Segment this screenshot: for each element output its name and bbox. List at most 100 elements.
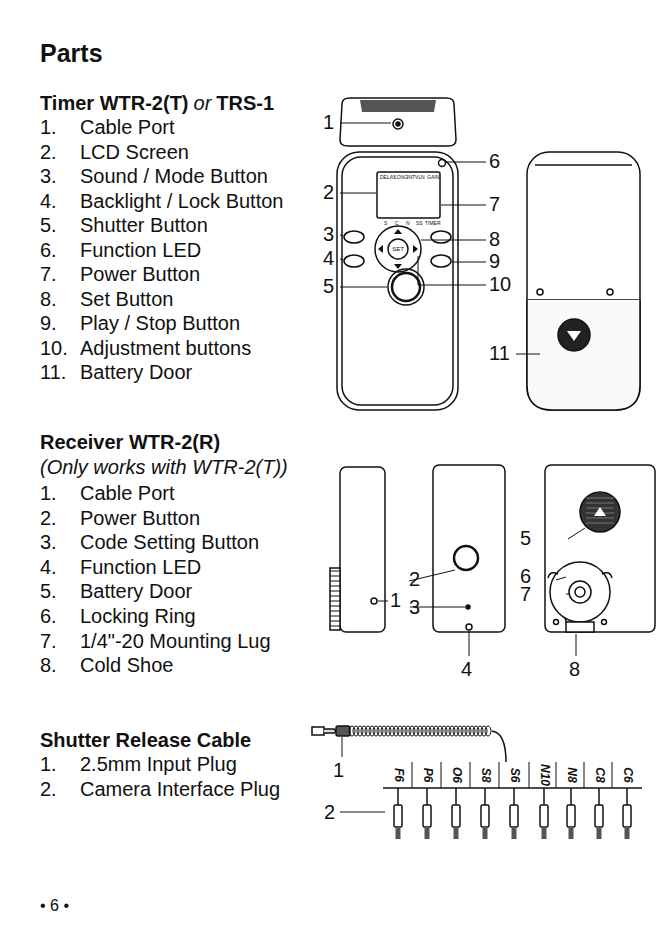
part-name: Cold Shoe — [80, 654, 173, 676]
part-name: 2.5mm Input Plug — [80, 753, 237, 775]
item-number: 8. — [40, 288, 57, 310]
lcd-text: C — [395, 221, 399, 227]
part-name: Cable Port — [80, 116, 175, 138]
item-number: 2. — [40, 507, 57, 529]
callout-number: 5 — [323, 275, 334, 297]
callout-number: 6 — [489, 150, 500, 172]
part-name: Play / Stop Button — [80, 312, 240, 334]
plug-wire — [484, 788, 486, 805]
page-number: • 6 • — [40, 897, 69, 915]
item-number: 8. — [40, 654, 57, 676]
part-name: Battery Door — [80, 580, 192, 602]
knurl-line — [330, 591, 340, 592]
item-number: 1. — [40, 116, 57, 138]
code-divider — [499, 762, 500, 788]
part-name: Adjustment buttons — [80, 337, 251, 359]
lcd-text: GAIN — [427, 175, 439, 181]
item-number: 1. — [40, 753, 57, 775]
section-heading: TRS-1 — [216, 92, 274, 114]
plug-wire — [397, 788, 399, 805]
lcd-text: TIMER — [425, 221, 441, 227]
callout-number: 2 — [409, 568, 420, 590]
part-name: Code Setting Button — [80, 531, 259, 553]
code-divider — [556, 762, 557, 788]
knurl-line — [330, 571, 340, 572]
knurl-line — [330, 606, 340, 607]
item-number: 2. — [40, 778, 57, 800]
knurl-line — [330, 611, 340, 612]
part-name: Backlight / Lock Button — [80, 190, 283, 212]
item-number: 9. — [40, 312, 57, 334]
callout-number: 1 — [333, 759, 344, 781]
knurl-line — [330, 601, 340, 602]
plug-wire — [626, 788, 628, 805]
item-number: 4. — [40, 190, 57, 212]
plug-body — [423, 805, 431, 827]
coil-loop — [485, 726, 491, 736]
knurl-line — [330, 616, 340, 617]
plug-wire — [513, 788, 515, 805]
plug-code: P6 — [420, 768, 433, 783]
part-name: Function LED — [80, 556, 201, 578]
plug-code: C6 — [620, 767, 633, 782]
lcd-text: N — [421, 175, 425, 181]
lcd-text: DELAY — [380, 175, 396, 181]
lcd-text: LONG — [394, 175, 408, 181]
knurl-line — [330, 626, 340, 627]
lcd-text: SS — [416, 221, 423, 227]
part-name: 1/4"-20 Mounting Lug — [80, 630, 271, 652]
code-divider — [412, 762, 413, 788]
grille-line — [586, 498, 614, 499]
knurl-line — [330, 596, 340, 597]
section-heading: Receiver WTR-2(R) — [40, 431, 220, 453]
callout-number: 7 — [489, 193, 500, 215]
plug-code: S6 — [507, 768, 520, 783]
plug-tip — [597, 827, 602, 839]
plug-body — [595, 805, 603, 827]
plug-body — [567, 805, 575, 827]
code-divider — [441, 762, 442, 788]
plug-tip — [483, 827, 488, 839]
plug-body — [510, 805, 518, 827]
plug-tip — [569, 827, 574, 839]
callout-number: 7 — [520, 583, 531, 605]
plug-wire — [455, 788, 457, 805]
callout-number: 9 — [489, 250, 500, 272]
callout-number: 3 — [323, 223, 334, 245]
plug-code: O6 — [449, 767, 462, 783]
plug-code: N8 — [564, 767, 577, 782]
item-number: 11. — [40, 361, 66, 383]
plug-wire — [426, 788, 428, 805]
knurl-line — [330, 586, 340, 587]
callout-number: 1 — [323, 111, 334, 133]
knurl-line — [330, 576, 340, 577]
callout-number: 10 — [489, 273, 511, 295]
plug-tip — [542, 827, 547, 839]
callout-number: 1 — [390, 589, 401, 611]
plug-tip — [396, 827, 401, 839]
callout-number: 4 — [461, 658, 472, 680]
item-number: 6. — [40, 239, 57, 261]
part-name: Function LED — [80, 239, 201, 261]
part-name: Power Button — [80, 507, 200, 529]
section-heading: Timer WTR-2(T) — [40, 92, 189, 114]
item-number: 3. — [40, 531, 57, 553]
plug-code: S8 — [478, 768, 491, 783]
plug-code: C8 — [592, 767, 605, 782]
plug-wire — [543, 788, 545, 805]
callout-number: 8 — [569, 658, 580, 680]
plug-tip — [425, 827, 430, 839]
part-name: Battery Door — [80, 361, 192, 383]
knurl-line — [330, 581, 340, 582]
callout-number: 2 — [324, 801, 335, 823]
plug-tip — [454, 827, 459, 839]
page-title: Parts — [40, 40, 103, 68]
code-divider — [529, 762, 530, 788]
callout-number: 11 — [489, 342, 510, 364]
lcd-text: N — [406, 221, 410, 227]
code-divider — [470, 762, 471, 788]
grille-line — [586, 503, 614, 504]
item-number: 2. — [40, 141, 57, 163]
knurl-line — [330, 621, 340, 622]
part-name: Locking Ring — [80, 605, 196, 627]
